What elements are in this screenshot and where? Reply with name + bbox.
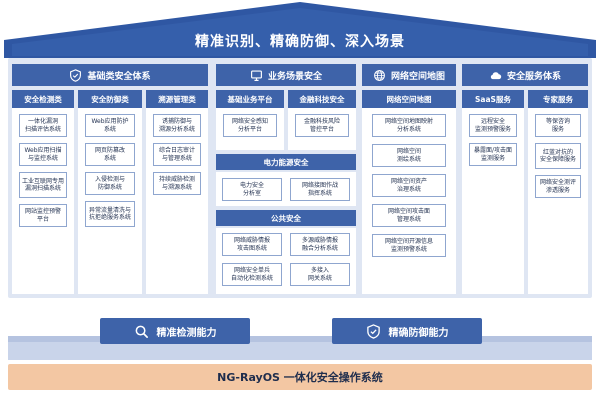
section-basic-title: 基础类安全体系 — [87, 71, 151, 82]
card-defense-4: 异常流量清洗与抗拒绝服务系统 — [85, 201, 135, 227]
column-platform-header: 基础业务平台 — [216, 90, 284, 108]
card-netmap-5: 网络空间开源信息监测预警系统 — [372, 234, 446, 257]
column-trace-header: 溯源管理类 — [146, 90, 208, 108]
capability-detect-label: 精准检测能力 — [156, 327, 217, 339]
column-detect-header: 安全检测类 — [12, 90, 74, 108]
card-public-4: 多接入网关系统 — [290, 263, 350, 286]
card-defense-3: 入侵检测与防御系统 — [85, 172, 135, 195]
shield-check-icon — [366, 323, 380, 339]
card-trace-1: 诱捕防御与溯源分析系统 — [153, 114, 201, 137]
card-netmap-2: 网络空间测绘系统 — [372, 144, 446, 167]
card-public-3: 网络安全单兵自动化检测系统 — [222, 263, 282, 286]
shield-check-icon — [70, 68, 82, 82]
card-detect-2: Web应用扫描与监控系统 — [19, 143, 67, 166]
column-expert-header: 专家服务 — [528, 90, 588, 108]
card-saas-2: 暴露面/攻击面监测服务 — [469, 143, 517, 166]
column-platform: 基础业务平台 网络安全感知分析平台 — [216, 90, 284, 150]
column-netmap-header: 网络空间地图 — [362, 90, 456, 108]
card-defense-1: Web应用防护系统 — [85, 114, 135, 137]
card-finance-1: 金融科技风险管控平台 — [295, 114, 349, 137]
search-icon — [135, 325, 148, 338]
cloud-icon — [490, 71, 502, 79]
card-platform-1: 网络安全感知分析平台 — [223, 114, 277, 137]
capability-detect: 精准检测能力 — [100, 318, 250, 344]
card-netmap-3: 网络空间资产治理系统 — [372, 174, 446, 197]
card-expert-1: 等保咨询服务 — [535, 114, 581, 137]
capability-defense: 精确防御能力 — [332, 318, 482, 344]
public-security-header: 公共安全 — [216, 210, 356, 226]
globe-icon — [374, 69, 385, 81]
monitor-icon — [251, 69, 262, 81]
card-trace-2: 综合日志审计与管理系统 — [153, 143, 201, 166]
card-detect-1: 一体化漏洞扫描评估系统 — [19, 114, 67, 137]
roof-title: 精准识别、精确防御、深入场景 — [195, 34, 405, 50]
card-expert-2: 红蓝对抗的安全保障服务 — [535, 143, 581, 169]
os-bar: NG-RayOS 一体化安全操作系统 — [8, 364, 592, 390]
card-saas-1: 远程安全监测预警服务 — [469, 114, 517, 137]
section-network-header: 网络空间地图 — [362, 64, 456, 86]
column-detect: 安全检测类 一体化漏洞扫描评估系统 Web应用扫描与监控系统 工业互联网专用漏洞… — [12, 90, 74, 294]
column-saas: SaaS服务 远程安全监测预警服务 暴露面/攻击面监测服务 — [462, 90, 524, 294]
card-detect-4: 网站监控预警平台 — [19, 204, 67, 227]
column-expert: 专家服务 等保咨询服务 红蓝对抗的安全保障服务 网络安全测评渗透服务 — [528, 90, 588, 294]
card-netmap-4: 网络空间攻击面管理系统 — [372, 204, 446, 227]
section-business-title: 业务场景安全 — [267, 71, 322, 82]
card-power-2: 网络接图作战指挥系统 — [290, 178, 350, 201]
section-service-title: 安全服务体系 — [506, 71, 561, 82]
section-service-header: 安全服务体系 — [462, 64, 588, 86]
section-business-header: 业务场景安全 — [216, 64, 356, 86]
card-trace-3: 持续威胁检测与溯源系统 — [153, 172, 201, 195]
card-public-2: 多源威胁情报融合分析系统 — [290, 233, 350, 256]
card-defense-2: 网页防篡改系统 — [85, 143, 135, 166]
card-power-1: 电力安全分析室 — [222, 178, 282, 201]
roof-shape — [4, 2, 596, 58]
column-finance-header: 金融科技安全 — [288, 90, 356, 108]
column-defense-header: 安全防御类 — [78, 90, 142, 108]
column-netmap: 网络空间地图 网络空间地图映射分析系统 网络空间测绘系统 网络空间资产治理系统 … — [362, 90, 456, 294]
power-energy-header: 电力能源安全 — [216, 154, 356, 170]
card-detect-3: 工业互联网专用漏洞扫描系统 — [19, 172, 67, 198]
column-finance: 金融科技安全 金融科技风险管控平台 — [288, 90, 356, 150]
capability-defense-label: 精确防御能力 — [388, 327, 449, 339]
base-band — [8, 336, 592, 360]
card-expert-3: 网络安全测评渗透服务 — [535, 175, 581, 198]
section-basic-header: 基础类安全体系 — [12, 64, 208, 86]
section-network-title: 网络空间地图 — [390, 71, 445, 82]
column-trace: 溯源管理类 诱捕防御与溯源分析系统 综合日志审计与管理系统 持续威胁检测与溯源系… — [146, 90, 208, 294]
column-defense: 安全防御类 Web应用防护系统 网页防篡改系统 入侵检测与防御系统 异常流量清洗… — [78, 90, 142, 294]
column-saas-header: SaaS服务 — [462, 90, 524, 108]
card-netmap-1: 网络空间地图映射分析系统 — [372, 114, 446, 137]
card-public-1: 网络威胁情报攻击图系统 — [222, 233, 282, 256]
